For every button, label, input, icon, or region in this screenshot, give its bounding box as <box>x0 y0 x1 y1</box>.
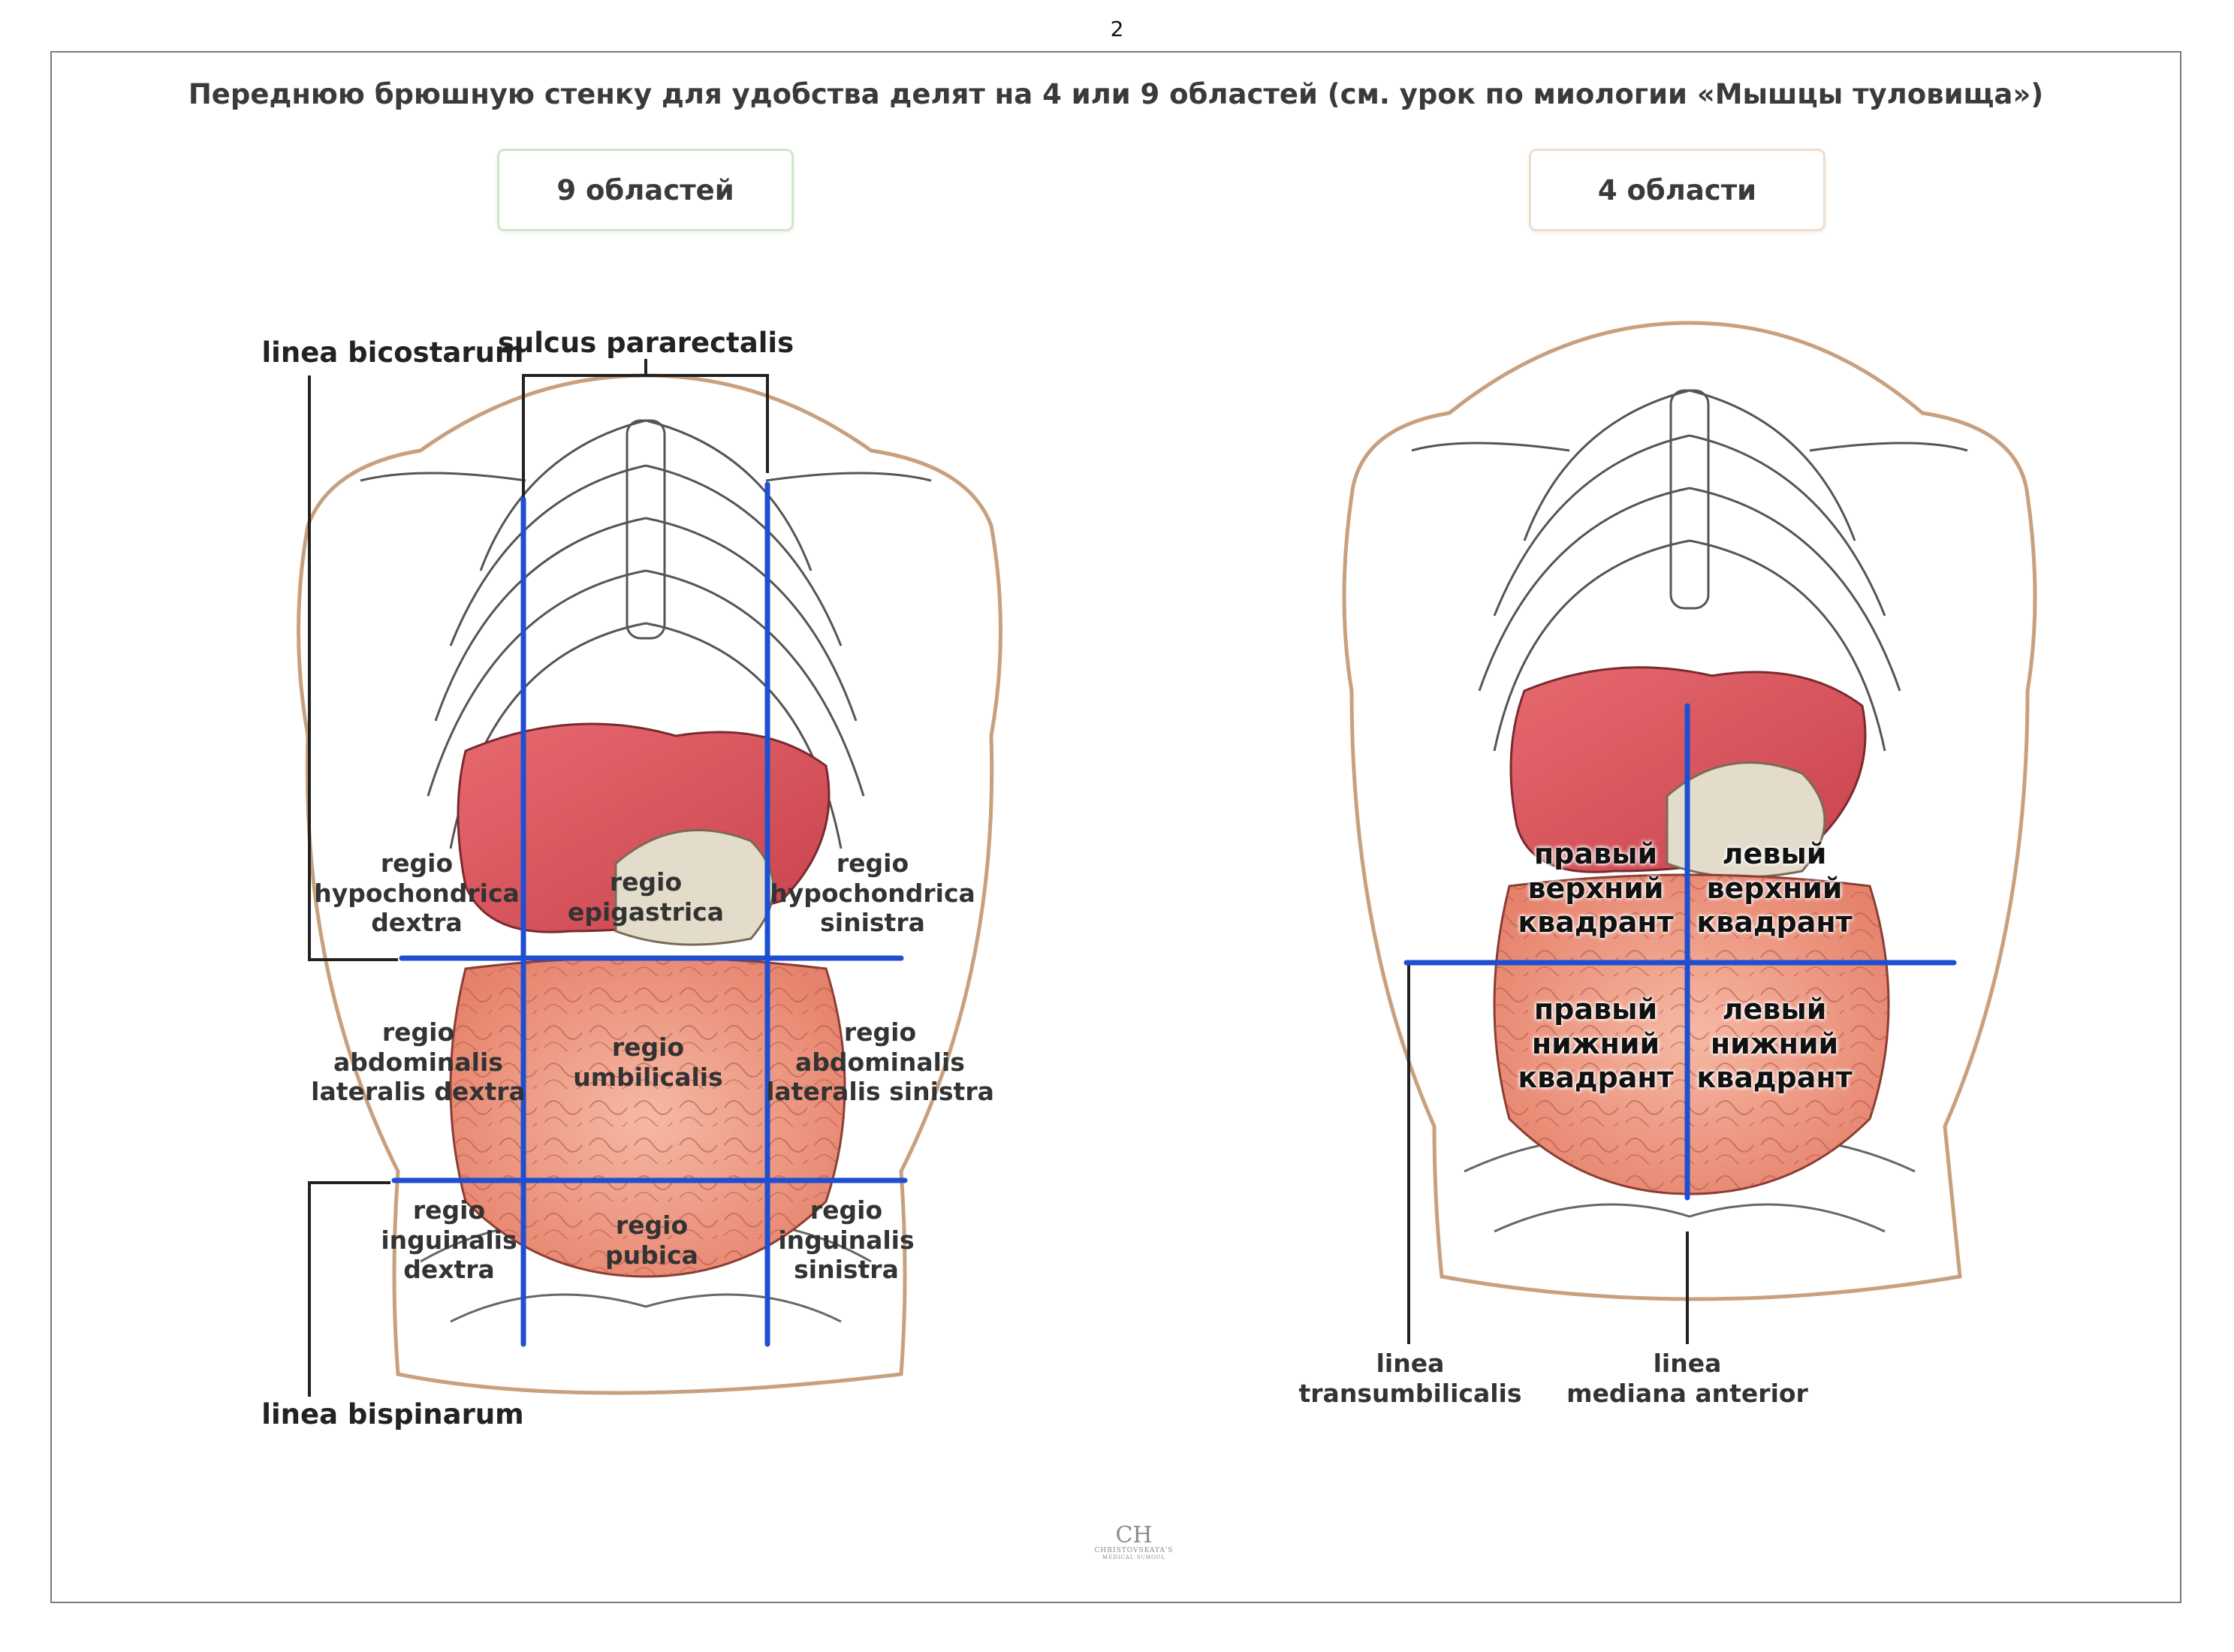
label-right-lower-quadrant: правый нижний квадрант <box>1518 993 1674 1095</box>
label-linea-mediana-anterior: linea mediana anterior <box>1566 1349 1808 1408</box>
label-linea-transumbilicalis: linea transumbilicalis <box>1298 1349 1522 1408</box>
label-regio-pubica: regio pubica <box>605 1210 698 1270</box>
label-regio-inguinalis-dextra: regio inguinalis dextra <box>381 1195 517 1285</box>
page-number: 2 <box>1110 17 1124 41</box>
label-left-upper-quadrant: левый верхний квадрант <box>1696 837 1853 939</box>
label-regio-umbilicalis: regio umbilicalis <box>573 1032 723 1092</box>
left-division-lines <box>391 481 908 1347</box>
label-linea-bicostarum: linea bicostarum <box>261 336 524 369</box>
label-regio-inguinalis-sinistra: regio inguinalis sinistra <box>778 1195 915 1285</box>
label-sulcus-pararectalis: sulcus pararectalis <box>497 327 794 359</box>
right-division-lines <box>1403 703 1957 1201</box>
left-stomach <box>614 829 775 946</box>
label-linea-bispinarum: linea bispinarum <box>261 1398 524 1430</box>
label-regio-hypochondrica-sinistra: regio hypochondrica sinistra <box>770 849 975 938</box>
label-right-upper-quadrant: правый верхний квадрант <box>1518 837 1674 939</box>
right-leader-lines <box>1407 964 1689 1344</box>
bispinarum-leader <box>308 1181 390 1397</box>
left-leader-lines <box>308 359 769 1397</box>
label-regio-hypochondrica-dextra: regio hypochondrica dextra <box>314 849 520 938</box>
label-left-lower-quadrant: левый нижний квадрант <box>1696 993 1853 1095</box>
left-ribcage <box>360 419 932 849</box>
right-ribcage <box>1411 389 1968 752</box>
left-torso <box>297 373 1002 1395</box>
nine-regions-button[interactable]: 9 областей <box>497 149 794 231</box>
label-regio-epigastrica: regio epigastrica <box>567 867 725 927</box>
label-regio-abdominalis-lateralis-dextra: regio abdominalis lateralis dextra <box>311 1017 526 1107</box>
page-frame <box>50 51 2181 1603</box>
label-regio-abdominalis-lateralis-sinistra: regio abdominalis lateralis sinistra <box>766 1017 994 1107</box>
page-heading: Переднюю брюшную стенку для удобства дел… <box>188 78 2044 110</box>
bicostarum-leader <box>308 375 398 961</box>
school-logo: CH CHRISTOVSKAYA'S MEDICAL SCHOOL <box>1094 1522 1174 1561</box>
four-regions-button[interactable]: 4 области <box>1529 149 1825 231</box>
